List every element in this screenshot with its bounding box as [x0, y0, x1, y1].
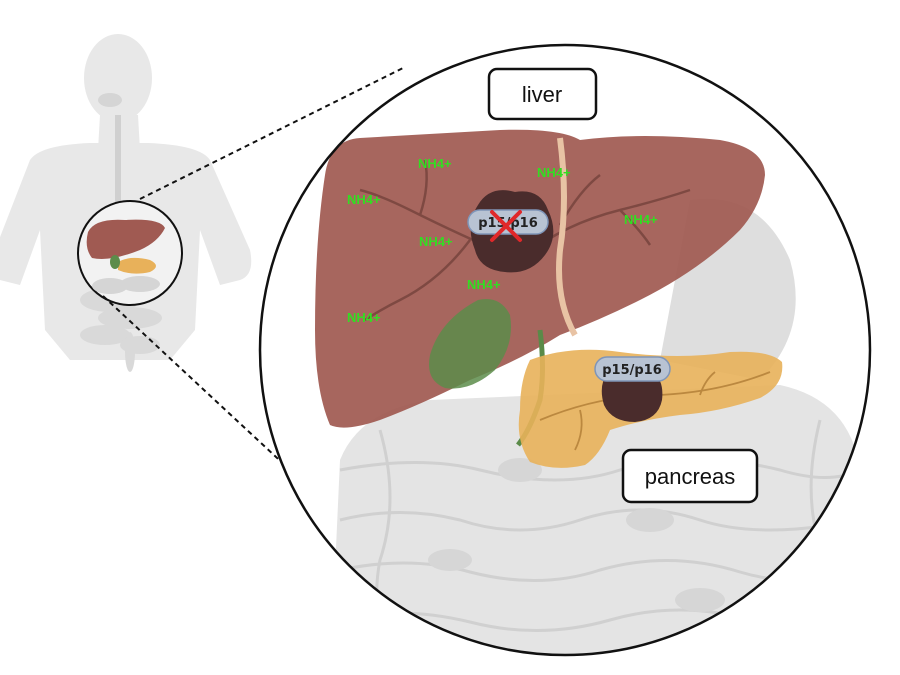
ammonium-label: NH4+ [537, 165, 571, 180]
pancreas-label-box: pancreas [621, 448, 759, 504]
zoom-line-top [139, 66, 406, 200]
ammonium-label: NH4+ [347, 192, 381, 207]
gallbladder-icon [429, 299, 511, 389]
ammonium-label: NH4+ [347, 310, 381, 325]
pancreas-gene-label: p15/p16 [602, 363, 662, 378]
deletion-cross-icon [490, 210, 522, 242]
intestine-icon [92, 276, 160, 294]
liver-icon [86, 219, 165, 259]
liver-icon [315, 129, 765, 428]
ammonium-label: NH4+ [419, 234, 453, 249]
pancreas-tumor: p15/p16 [594, 356, 671, 422]
pancreas-label: pancreas [645, 464, 736, 489]
liver-label-box: liver [487, 67, 598, 121]
ammonium-labels: NH4+ NH4+ NH4+ NH4+ NH4+ NH4+ NH4+ [347, 156, 658, 325]
gallbladder-icon [110, 255, 120, 269]
ammonium-label: NH4+ [418, 156, 452, 171]
liver-label: liver [522, 82, 562, 107]
pancreas-icon [118, 257, 156, 274]
small-magnifier [77, 200, 183, 306]
ammonium-label: NH4+ [624, 212, 658, 227]
liver-tumor: p15/p16 [467, 190, 554, 273]
ammonium-label: NH4+ [467, 277, 501, 292]
